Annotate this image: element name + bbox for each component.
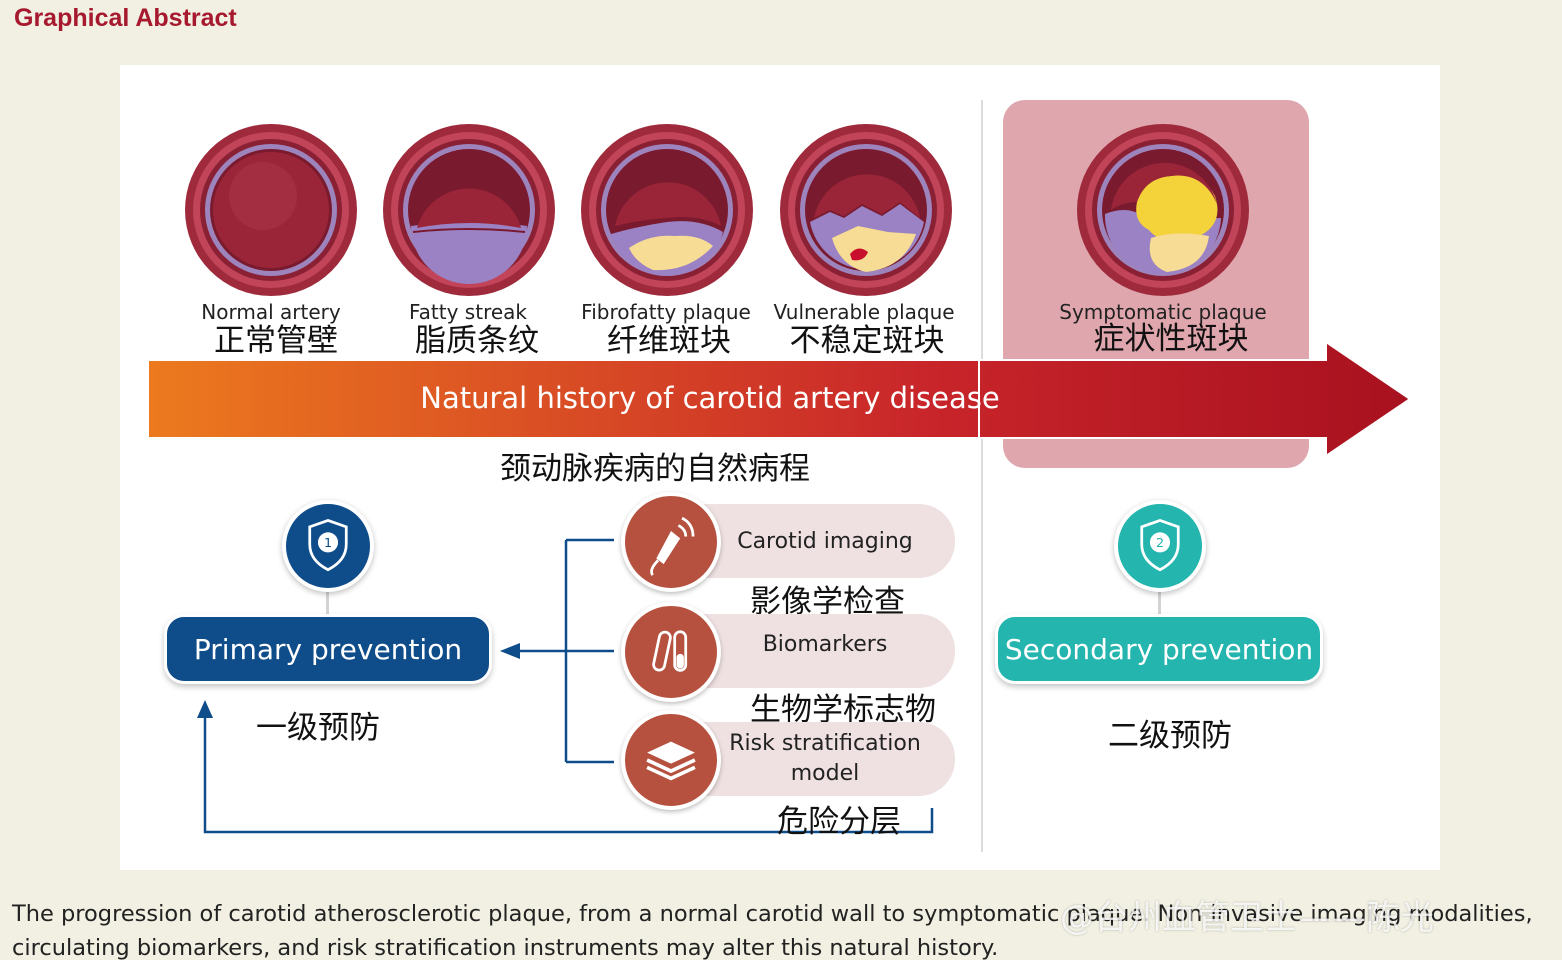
test-tubes-icon (621, 602, 721, 702)
primary-shield-icon: 1 (282, 500, 374, 592)
stage-label-symptomatic-plaque-zh: 症状性斑块 (1093, 321, 1249, 357)
fibrofatty-plaque-illustration (579, 122, 755, 298)
risk-stratification-label-zh: 危险分层 (777, 804, 901, 840)
stage-label-fatty-streak: Fatty streak (409, 300, 527, 324)
stage-label-fatty-streak-zh: 脂质条纹 (415, 323, 539, 359)
symptomatic-plaque-illustration (1075, 122, 1251, 298)
primary-badge-number: 1 (324, 536, 332, 551)
secondary-prevention-box: Secondary prevention (995, 614, 1323, 684)
carotid-imaging-label: Carotid imaging (737, 529, 913, 554)
secondary-shield-stem (1158, 590, 1161, 614)
risk-stratification-label: Risk stratification model (729, 731, 921, 786)
stage-label-vulnerable-plaque-zh: 不稳定斑块 (789, 323, 945, 359)
secondary-badge-number: 2 (1156, 536, 1164, 551)
ultrasound-probe-icon (621, 492, 721, 592)
primary-prevention-label-zh: 一级预防 (256, 710, 380, 746)
primary-shield-stem (326, 590, 329, 614)
arrow-label-zh: 颈动脉疾病的自然病程 (500, 451, 810, 487)
stage-label-fibrofatty-plaque: Fibrofatty plaque (581, 300, 751, 324)
stage-label-normal-artery-zh: 正常管壁 (214, 323, 338, 359)
primary-prevention-label: Primary prevention (193, 632, 463, 666)
stage-label-symptomatic-plaque: Symptomatic plaque (1059, 300, 1267, 324)
figure-caption: The progression of carotid atherosclerot… (12, 901, 1533, 960)
stage-label-normal-artery: Normal artery (201, 300, 341, 324)
primary-prevention-box: Primary prevention (164, 614, 492, 684)
layers-icon (621, 710, 721, 810)
natural-history-arrow (146, 340, 1414, 458)
fatty-streak-illustration (381, 122, 557, 298)
secondary-prevention-label-zh: 二级预防 (1108, 718, 1232, 754)
stage-label-fibrofatty-plaque-zh: 纤维斑块 (607, 323, 731, 359)
arrow-label: Natural history of carotid artery diseas… (420, 381, 1000, 415)
stage-divider (981, 100, 983, 852)
secondary-prevention-label: Secondary prevention (1004, 632, 1314, 666)
stage-label-vulnerable-plaque: Vulnerable plaque (773, 300, 955, 324)
normal-artery-illustration (183, 122, 359, 298)
vulnerable-plaque-illustration (778, 122, 954, 298)
graphical-abstract-title: Graphical Abstract (14, 4, 237, 32)
secondary-shield-icon: 2 (1114, 500, 1206, 592)
biomarkers-label: Biomarkers (762, 632, 888, 657)
watermark: @台州血管卫士——陈光 (1060, 898, 1434, 938)
